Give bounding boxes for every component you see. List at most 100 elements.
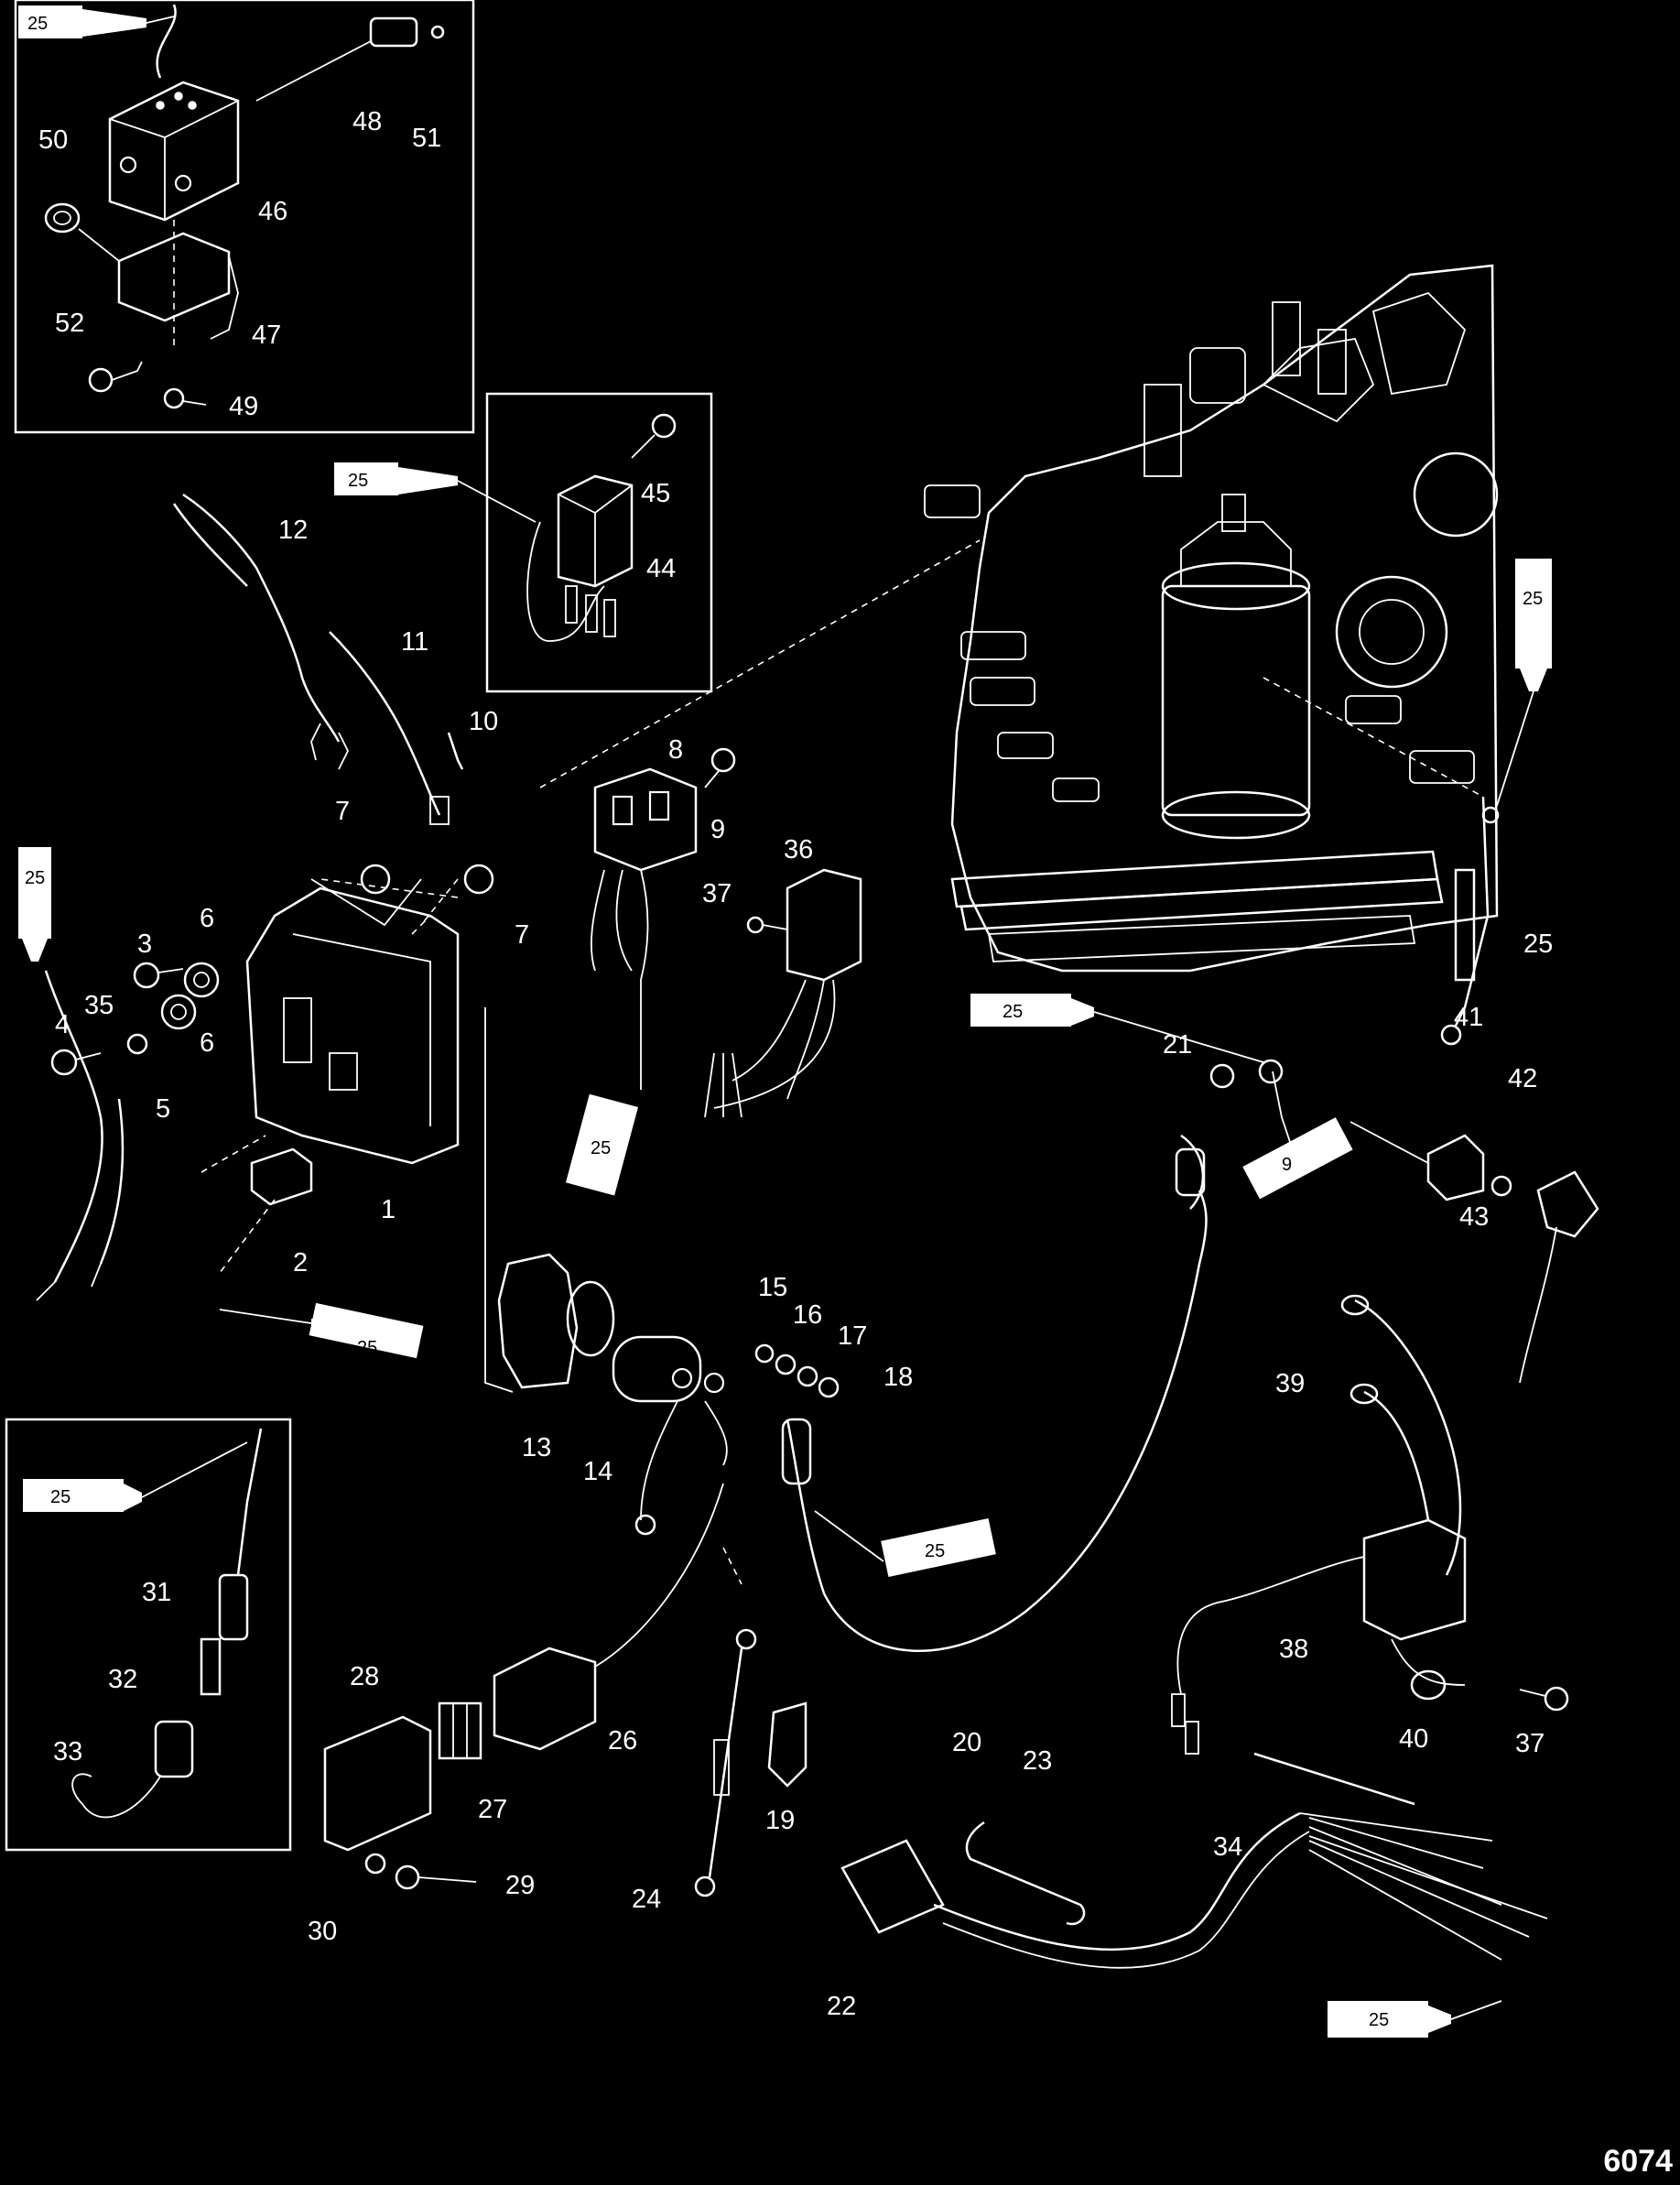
- callout-44: 44: [646, 554, 676, 583]
- callout-49: 49: [229, 392, 258, 421]
- callout-24: 24: [632, 1885, 661, 1914]
- dashed-leaders: [201, 539, 1484, 1585]
- callout-15: 15: [758, 1273, 787, 1302]
- part-45-screw: [631, 413, 677, 459]
- part-7-nuts: [360, 864, 494, 895]
- callout-52: 52: [55, 309, 84, 338]
- callout-7-left: 7: [335, 797, 350, 826]
- pins-27: [438, 1701, 482, 1760]
- part-5-washer: [126, 1033, 148, 1055]
- callout-3: 3: [137, 929, 152, 959]
- callout-10: 10: [469, 707, 498, 736]
- callout-41: 41: [1454, 1003, 1483, 1032]
- callout-51: 51: [412, 124, 441, 153]
- callout-22: 22: [827, 1992, 856, 2021]
- callout-34: 34: [1213, 1832, 1242, 1862]
- harness-22: [840, 1811, 1548, 1969]
- part-31-connector: [218, 1428, 263, 1641]
- tube-icon-9: 9: [1242, 1117, 1429, 1200]
- cover-28: [323, 1715, 432, 1852]
- part-33-holder: [71, 1720, 194, 1819]
- svg-text:25: 25: [50, 1487, 70, 1507]
- callout-26: 26: [608, 1726, 637, 1756]
- callout-35: 35: [84, 991, 114, 1020]
- callout-11: 11: [401, 627, 428, 657]
- tube-icon-right: 25: [1496, 559, 1552, 807]
- inset-box-top-left: [14, 0, 475, 434]
- solenoid-14: [612, 1335, 728, 1536]
- callout-27: 27: [478, 1795, 507, 1824]
- svg-text:25: 25: [1523, 589, 1543, 609]
- callout-38: 38: [1279, 1635, 1308, 1664]
- nuts-15-18: [754, 1343, 840, 1398]
- callout-30: 30: [308, 1917, 337, 1946]
- tube-icon-top-left: 25: [18, 5, 175, 38]
- boot-19: [767, 1701, 807, 1788]
- svg-text:25: 25: [27, 14, 48, 34]
- part-48-terminal: [255, 16, 418, 102]
- clip-23: [965, 1821, 1086, 1926]
- svg-text:25: 25: [591, 1138, 611, 1158]
- callout-17: 17: [838, 1321, 867, 1351]
- coil-wire-21-boot: [1175, 1134, 1206, 1210]
- cap-43: [1519, 1170, 1599, 1384]
- svg-text:25: 25: [357, 1338, 377, 1358]
- callout-12: 12: [278, 516, 308, 545]
- svg-text:25: 25: [25, 868, 45, 888]
- svg-text:25: 25: [348, 471, 368, 491]
- part-32-fuse: [200, 1637, 222, 1696]
- callout-6-upper: 6: [200, 904, 214, 933]
- callout-1: 1: [381, 1195, 396, 1224]
- callout-labels: 1 2 3 4 5 6 6 7 7 8 9 10 11 12 13 14 15 …: [38, 107, 1553, 2021]
- part-4-screw: [50, 1049, 102, 1076]
- module-36: [704, 868, 862, 1118]
- callout-20: 20: [952, 1728, 981, 1757]
- tube-icon-harness: 25: [1328, 2000, 1502, 2038]
- relay-bracket-47: [117, 220, 239, 348]
- callout-48: 48: [352, 107, 382, 136]
- housing-13: [484, 1007, 615, 1393]
- svg-text:25: 25: [1003, 1002, 1023, 1022]
- tube-icon-module: 25: [334, 462, 537, 523]
- callout-16: 16: [793, 1300, 822, 1330]
- switch-42: [1426, 1134, 1512, 1201]
- callout-40: 40: [1399, 1724, 1428, 1754]
- module-44: [526, 474, 634, 642]
- leads-39: [1340, 1294, 1462, 1576]
- callout-5: 5: [156, 1094, 170, 1124]
- connector-26: [493, 1483, 724, 1751]
- part-2-connector: [219, 1147, 313, 1274]
- tube-icon-cable: 25: [814, 1510, 996, 1578]
- clamp-40: [1410, 1669, 1447, 1701]
- tube-icon-bracket-left: 25: [18, 847, 51, 962]
- callout-47: 47: [252, 321, 281, 350]
- callout-29: 29: [505, 1871, 535, 1900]
- callout-33: 33: [53, 1737, 82, 1766]
- callout-8: 8: [668, 735, 683, 765]
- callout-13: 13: [522, 1433, 551, 1462]
- starter-motor: [1161, 584, 1311, 817]
- inset-box-bottom-left: [5, 1418, 292, 1852]
- callout-42: 42: [1508, 1064, 1537, 1093]
- callout-4: 4: [55, 1010, 70, 1039]
- cable-25-terminal-21: [1209, 796, 1500, 1146]
- tube-icon-rectifier: 25: [565, 1093, 638, 1196]
- part-6-grommets: [160, 962, 220, 1030]
- tube-icon-bracket-bottom: 25: [219, 1302, 424, 1359]
- tie-strap-34: [1253, 1752, 1415, 1806]
- callout-18: 18: [883, 1363, 913, 1392]
- part-51-washer: [430, 25, 445, 39]
- screw-9: [704, 747, 736, 788]
- screw-37-upper: [746, 916, 788, 934]
- callout-14: 14: [583, 1457, 612, 1486]
- callout-43: 43: [1459, 1202, 1489, 1232]
- callout-50: 50: [38, 125, 68, 155]
- callout-36: 36: [784, 835, 813, 864]
- callout-46: 46: [258, 197, 287, 226]
- callout-21: 21: [1163, 1030, 1192, 1060]
- callout-37-upper: 37: [702, 879, 732, 908]
- callout-23: 23: [1023, 1746, 1052, 1776]
- figure-number: 6074: [1603, 2144, 1673, 2179]
- inset-box-module: [485, 392, 713, 693]
- callout-28: 28: [350, 1662, 379, 1691]
